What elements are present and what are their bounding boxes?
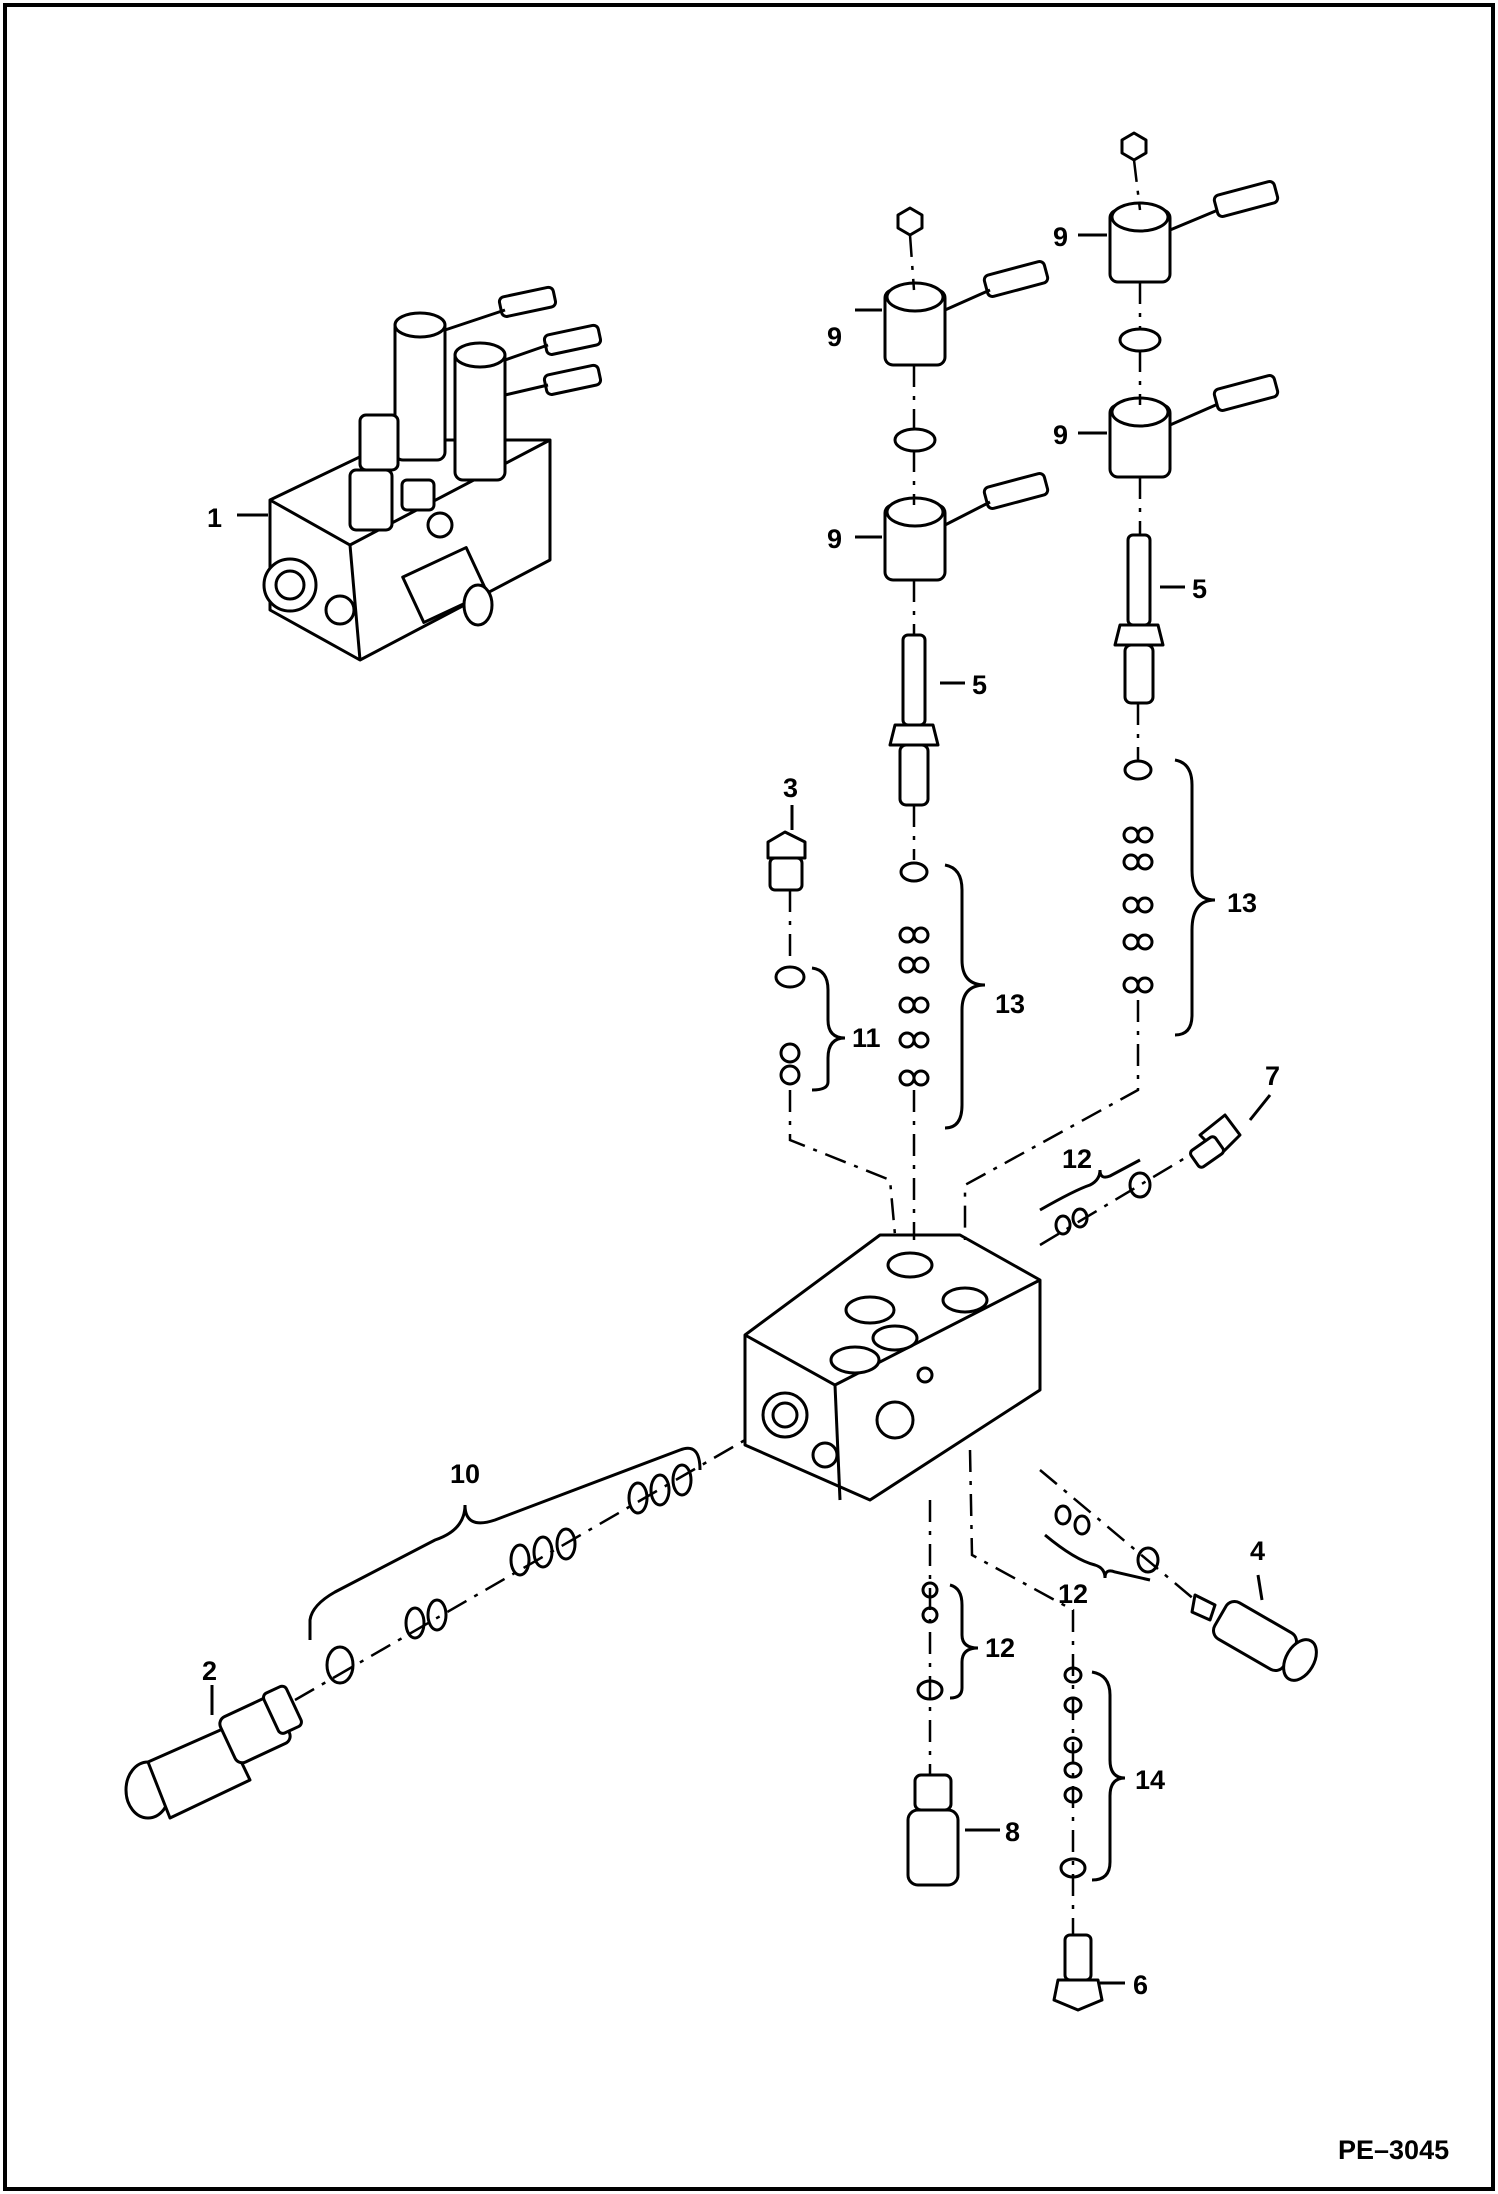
callout-9-a: 9	[827, 322, 842, 352]
callout-13-left: 13	[995, 989, 1025, 1019]
callout-11: 11	[852, 1023, 881, 1053]
callout-12-middle: 12	[1058, 1579, 1088, 1609]
callout-8: 8	[1005, 1817, 1020, 1847]
cartridge-valves-illustration	[888, 533, 1165, 807]
callout-5-left: 5	[972, 670, 987, 700]
callout-12-upper: 12	[1062, 1144, 1092, 1174]
fittings-illustration	[124, 1113, 1318, 2012]
callout-5-right: 5	[1192, 574, 1207, 604]
callout-3: 3	[783, 773, 798, 803]
callout-1: 1	[207, 503, 222, 533]
leaders	[210, 233, 1272, 1985]
callout-labels: 1 2 3 4 5 5 6 7 8 9 9 9 9 10 11 12 12 12…	[202, 222, 1280, 2000]
callout-9-d: 9	[1053, 420, 1068, 450]
callout-2: 2	[202, 1656, 217, 1686]
document-number: PE–3045	[1338, 2135, 1449, 2165]
callout-14: 14	[1135, 1765, 1165, 1795]
page-border	[3, 3, 1495, 2191]
callout-6: 6	[1133, 1970, 1148, 2000]
valve-body-illustration	[743, 1233, 1042, 1502]
callout-4: 4	[1250, 1536, 1265, 1566]
assembled-valve-illustration	[262, 285, 603, 662]
solenoid-coils-illustration	[883, 131, 1280, 582]
callout-7: 7	[1265, 1061, 1280, 1091]
callout-13-right: 13	[1227, 888, 1257, 918]
callout-12-lower: 12	[985, 1633, 1015, 1663]
callout-9-c: 9	[1053, 222, 1068, 252]
callout-10: 10	[450, 1459, 480, 1489]
assembly-lines	[294, 159, 1196, 1935]
callout-9-b: 9	[827, 524, 842, 554]
